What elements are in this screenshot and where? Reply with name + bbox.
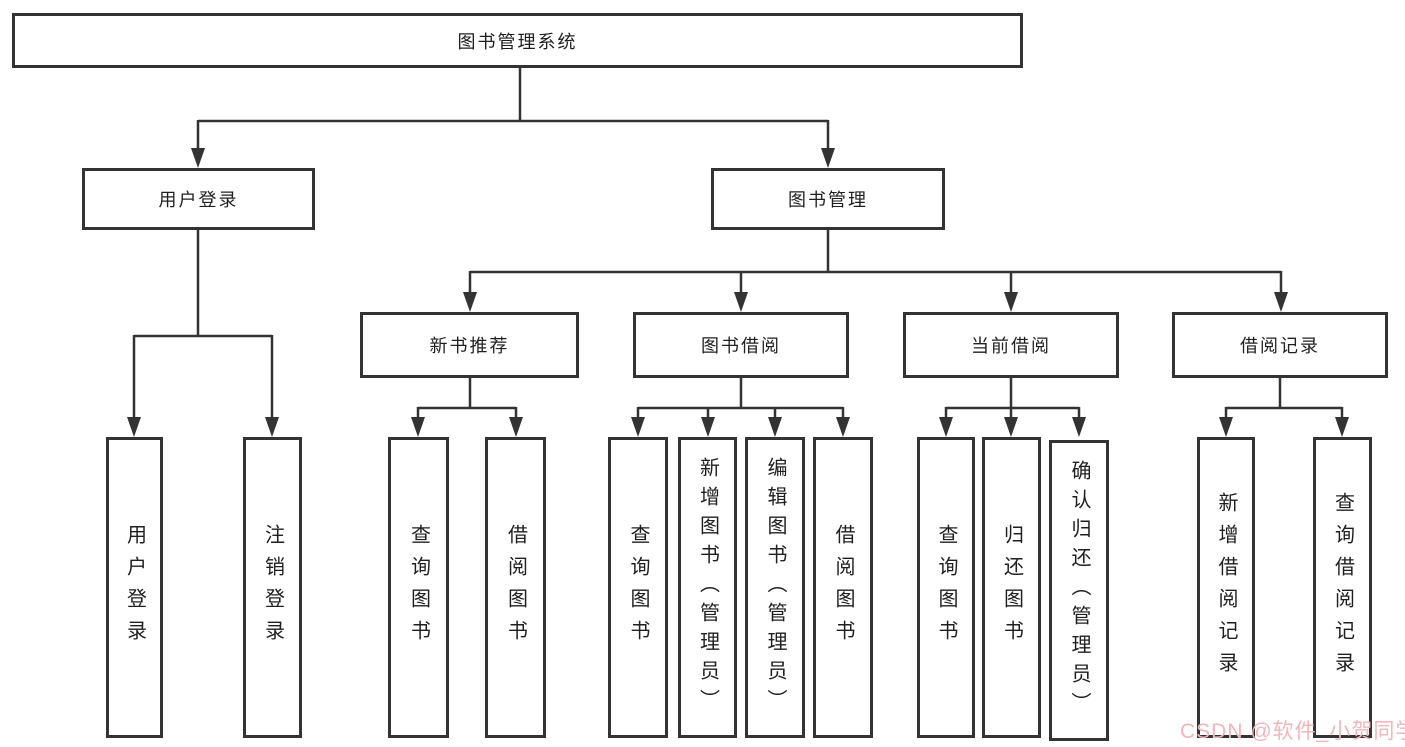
node-user-login: 用户登录 bbox=[82, 168, 315, 230]
leaf-borrow-books-recommend: 借阅图书 bbox=[485, 437, 546, 738]
node-borrowing-records: 借阅记录 bbox=[1172, 312, 1388, 378]
leaf-logout-login: 注销登录 bbox=[243, 437, 302, 738]
node-library-management-system: 图书管理系统 bbox=[12, 13, 1023, 68]
leaf-borrow-books-borrowing: 借阅图书 bbox=[813, 437, 873, 738]
leaf-query-books-recommend: 查询图书 bbox=[388, 437, 449, 738]
leaf-user-login: 用户登录 bbox=[106, 437, 163, 738]
leaf-edit-books-admin: 编辑图书（管理员） bbox=[745, 437, 805, 738]
leaf-query-borrow-record: 查询借阅记录 bbox=[1313, 437, 1372, 738]
leaf-add-borrow-record: 新增借阅记录 bbox=[1197, 437, 1255, 738]
node-new-book-recommendation: 新书推荐 bbox=[360, 312, 579, 378]
node-book-management: 图书管理 bbox=[711, 168, 945, 230]
node-current-borrowing: 当前借阅 bbox=[903, 312, 1119, 378]
leaf-add-books-admin: 新增图书（管理员） bbox=[678, 437, 737, 738]
leaf-return-books: 归还图书 bbox=[982, 437, 1041, 738]
node-book-borrowing: 图书借阅 bbox=[633, 312, 849, 378]
watermark: CSDN @软件_小贺同学 bbox=[1180, 720, 1405, 743]
leaf-query-books-borrowing: 查询图书 bbox=[608, 437, 668, 738]
leaf-confirm-return-admin: 确认归还（管理员） bbox=[1049, 440, 1109, 741]
leaf-query-books-current: 查询图书 bbox=[917, 437, 975, 738]
